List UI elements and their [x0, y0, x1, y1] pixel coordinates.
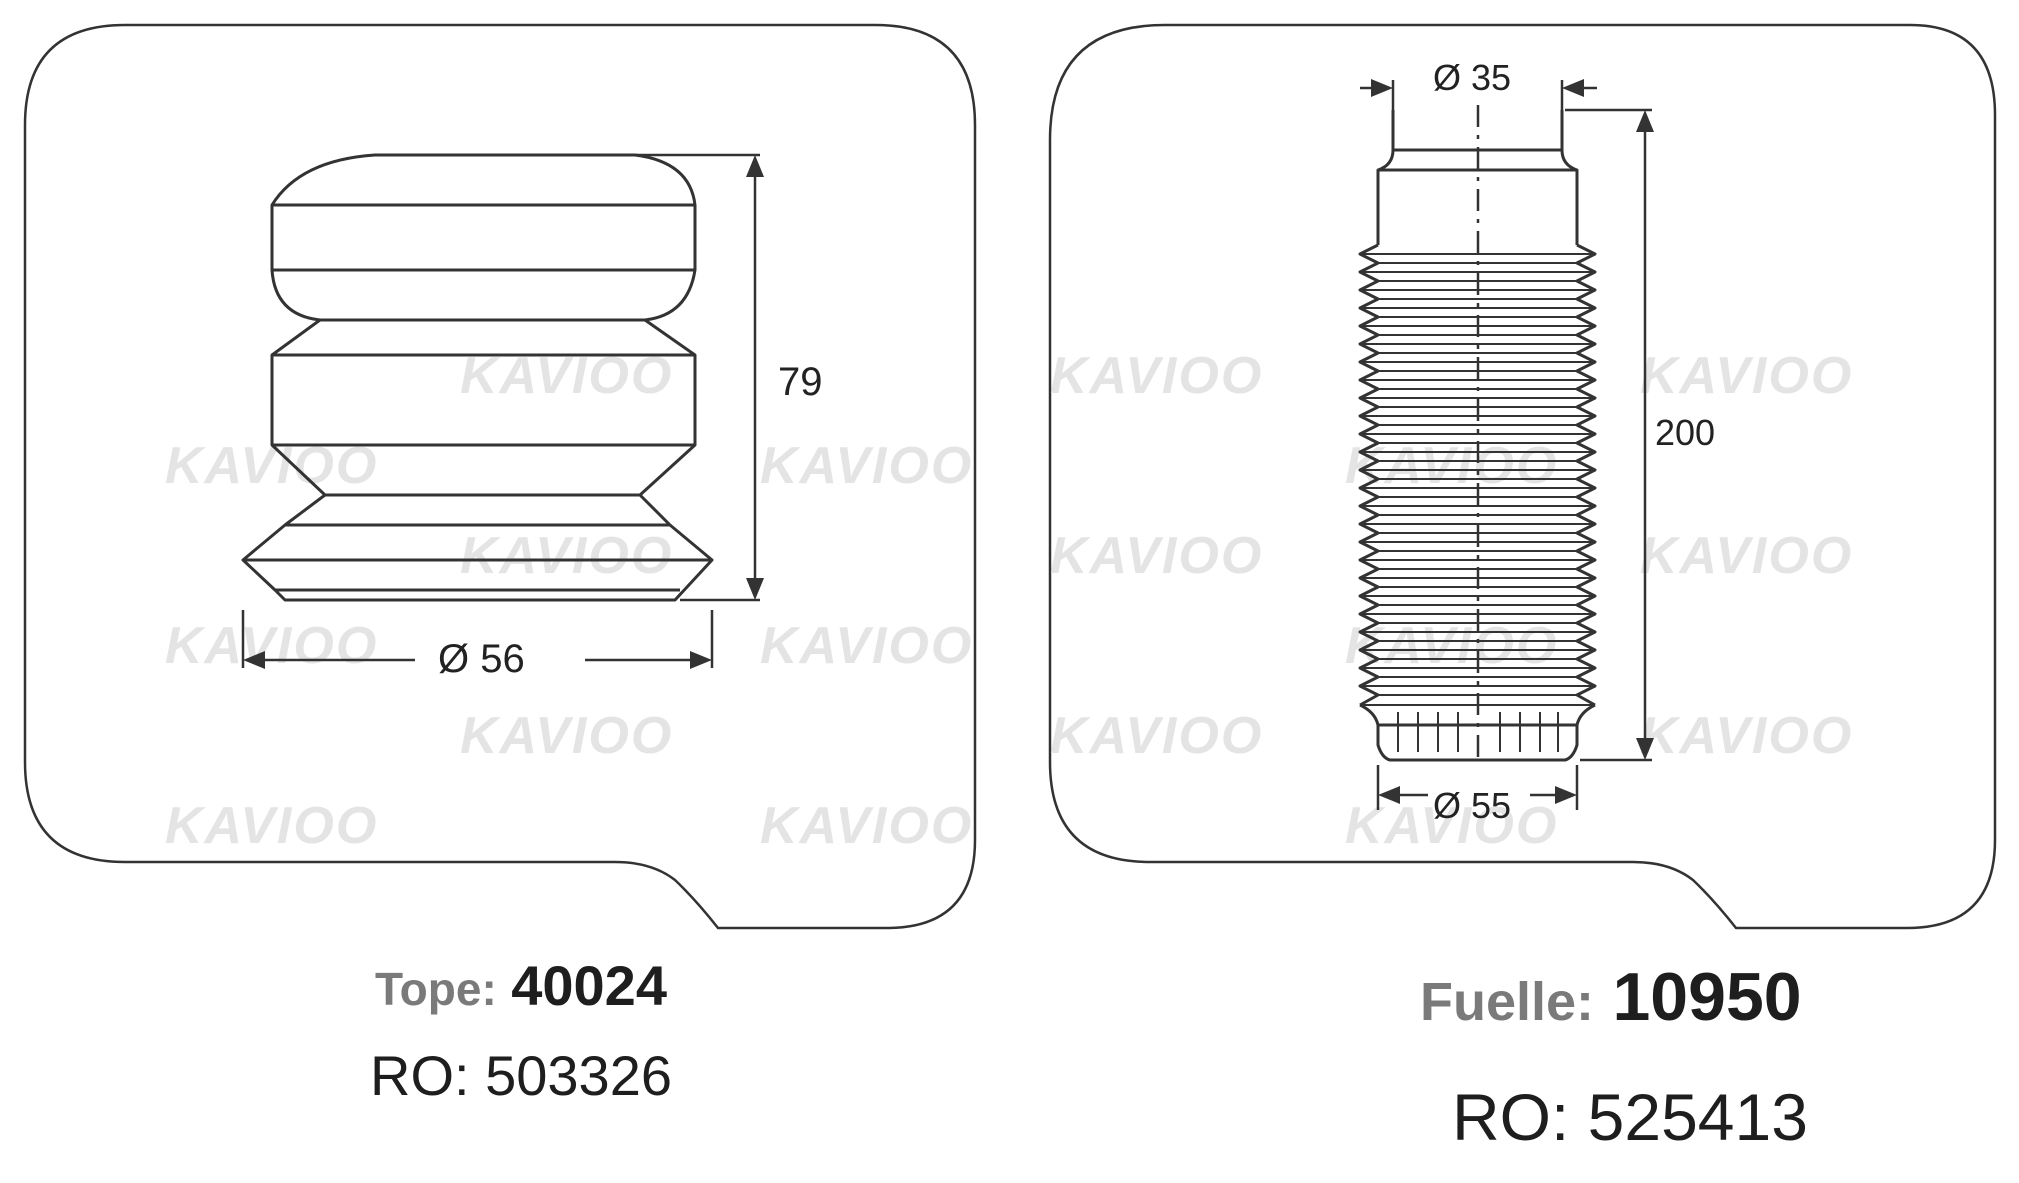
right-ro-number: RO: 525413	[1452, 1080, 1808, 1154]
watermark-text: KAVIOO	[1050, 707, 1263, 765]
left-type-label: Tope:	[375, 963, 497, 1015]
left-caption: Tope: 40024	[375, 954, 667, 1017]
watermark-text: KAVIOO	[165, 617, 378, 675]
bellows-drawing	[1358, 105, 1597, 765]
right-type-label: Fuelle:	[1420, 972, 1594, 1032]
right-part-number: 10950	[1612, 959, 1801, 1035]
left-height-label: 79	[778, 360, 823, 404]
watermark-text: KAVIOO	[460, 707, 673, 765]
watermark-text: KAVIOO	[165, 797, 378, 855]
watermark-text: KAVIOO	[760, 617, 973, 675]
right-height-dimension	[1565, 108, 1654, 762]
left-diameter-dimension	[241, 610, 714, 669]
watermark-text: KAVIOO	[760, 797, 973, 855]
right-frame	[1048, 23, 1997, 930]
right-bottom-diameter-label: Ø 55	[1433, 785, 1511, 826]
left-height-dimension	[635, 153, 764, 602]
right-bottom-diameter-dimension	[1376, 765, 1579, 810]
watermark-text: KAVIOO	[1345, 437, 1558, 495]
watermark-text: KAVIOO	[1345, 617, 1558, 675]
watermark-text: KAVIOO	[165, 437, 378, 495]
watermark-text: KAVIOO	[1640, 707, 1853, 765]
watermark-text: KAVIOO	[1345, 797, 1558, 855]
right-caption: Fuelle: 10950	[1420, 959, 1802, 1035]
right-top-diameter-label: Ø 35	[1433, 57, 1511, 98]
watermark-text: KAVIOO	[1050, 347, 1263, 405]
left-ro-number: RO: 503326	[370, 1044, 672, 1107]
watermark-text: KAVIOO	[460, 347, 673, 405]
watermark-text: KAVIOO	[460, 527, 673, 585]
right-height-label: 200	[1655, 412, 1715, 453]
left-frame	[23, 23, 977, 930]
right-top-diameter-dimension	[1360, 79, 1597, 145]
bump-stop-drawing	[241, 153, 714, 602]
left-diameter-label: Ø 56	[438, 637, 525, 681]
watermark-text: KAVIOO	[1640, 347, 1853, 405]
watermark-text: KAVIOO	[760, 437, 973, 495]
watermark-text: KAVIOO	[1640, 527, 1853, 585]
left-part-number: 40024	[511, 954, 667, 1017]
watermark-layer: KAVIOO KAVIOO KAVIOO KAVIOO KAVIOO KAVIO…	[165, 347, 1853, 855]
watermark-text: KAVIOO	[1050, 527, 1263, 585]
